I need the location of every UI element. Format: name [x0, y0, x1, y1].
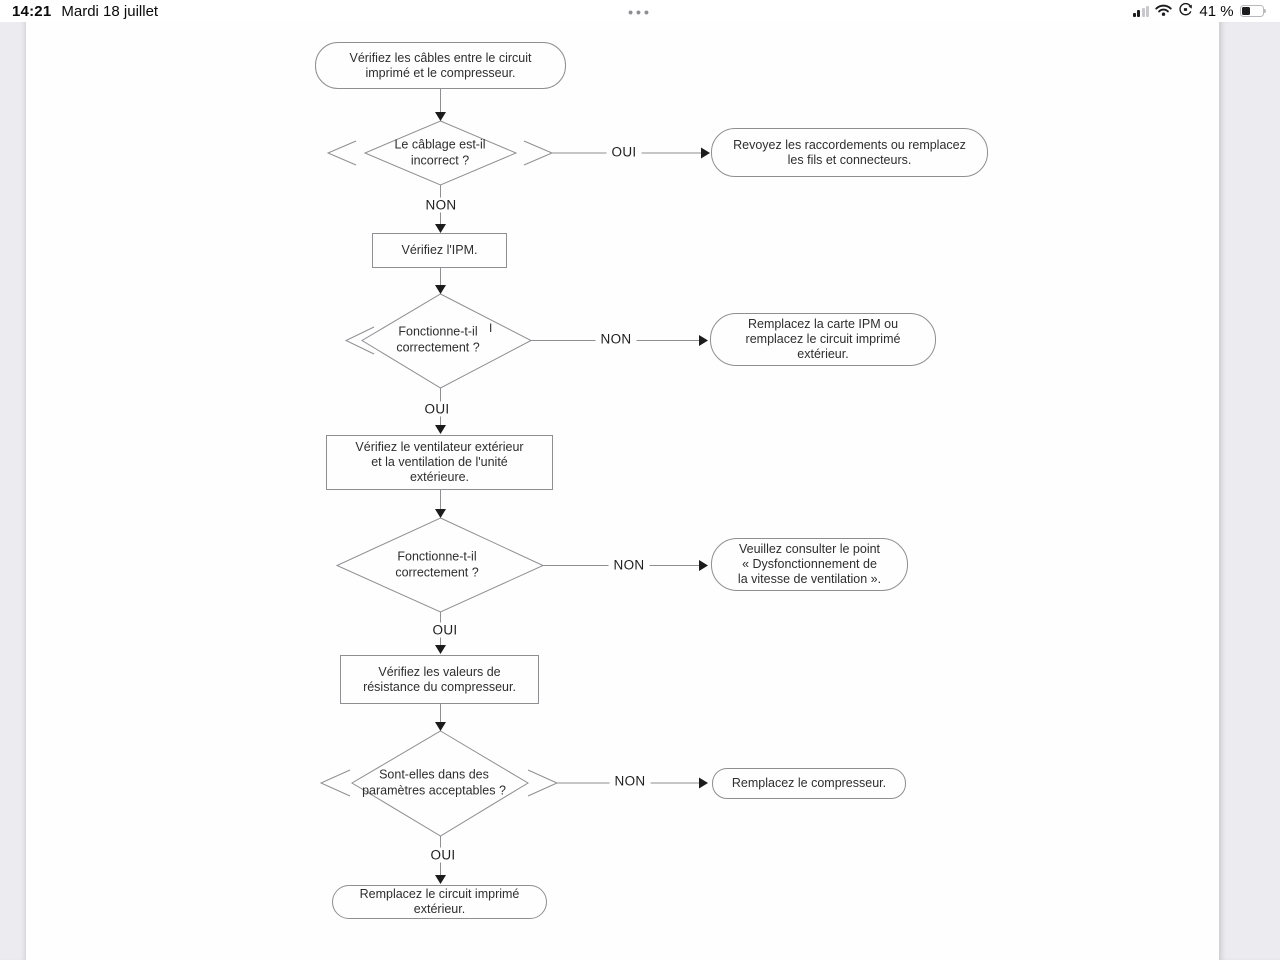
flow-node-see-fan-section: Veuillez consulter le point « Dysfonctio… [711, 538, 908, 591]
viewer-left-margin [0, 21, 26, 960]
edge-label-non: NON [609, 773, 651, 789]
date-label: Mardi 18 juillet [61, 2, 159, 20]
multitask-dots-icon[interactable]: ••• [628, 4, 652, 20]
cellular-signal-icon [1132, 5, 1150, 17]
edge-label-oui: OUI [425, 847, 461, 863]
flow-node-fix-wiring: Revoyez les raccordements ou remplacez l… [711, 128, 988, 177]
battery-percent-label: 41 % [1199, 2, 1234, 20]
edge-label-non: NON [595, 331, 637, 347]
edge-label-non: NON [608, 557, 650, 573]
document-page [26, 21, 1219, 960]
clock: 14:21 [12, 2, 52, 20]
wifi-icon [1155, 3, 1173, 20]
flow-decision-wiring: Le câblage est-il incorrect ? [394, 137, 486, 168]
flow-node-replace-compressor: Remplacez le compresseur. [712, 768, 906, 799]
edge-label-oui: OUI [606, 144, 642, 160]
flow-decision-fan-works: Fonctionne-t-il correctement ? [395, 549, 479, 580]
orientation-lock-icon [1178, 2, 1193, 21]
flow-node-start: Vérifiez les câbles entre le circuit imp… [315, 42, 566, 89]
flow-node-check-ipm: Vérifiez l'IPM. [372, 233, 507, 268]
flow-decision-ipm-works: Fonctionne-t-il correctement ? [396, 324, 480, 355]
flow-node-check-fan: Vérifiez le ventilateur extérieur et la … [326, 435, 553, 490]
flow-decision-resistance-ok: Sont-elles dans des paramètres acceptabl… [362, 767, 506, 798]
flow-node-replace-ipm: Remplacez la carte IPM ou remplacez le c… [710, 313, 936, 366]
edge-label-oui: OUI [419, 401, 455, 417]
print-artifact-mark: I [489, 321, 493, 335]
viewer-right-margin [1219, 21, 1280, 960]
status-bar: 14:21 Mardi 18 juillet ••• 41 % [0, 0, 1280, 22]
battery-icon [1239, 5, 1266, 17]
edge-label-non: NON [420, 197, 462, 213]
flow-node-check-resistance: Vérifiez les valeurs de résistance du co… [340, 655, 539, 704]
flow-node-replace-pcb: Remplacez le circuit imprimé extérieur. [332, 885, 547, 919]
edge-label-oui: OUI [427, 622, 463, 638]
